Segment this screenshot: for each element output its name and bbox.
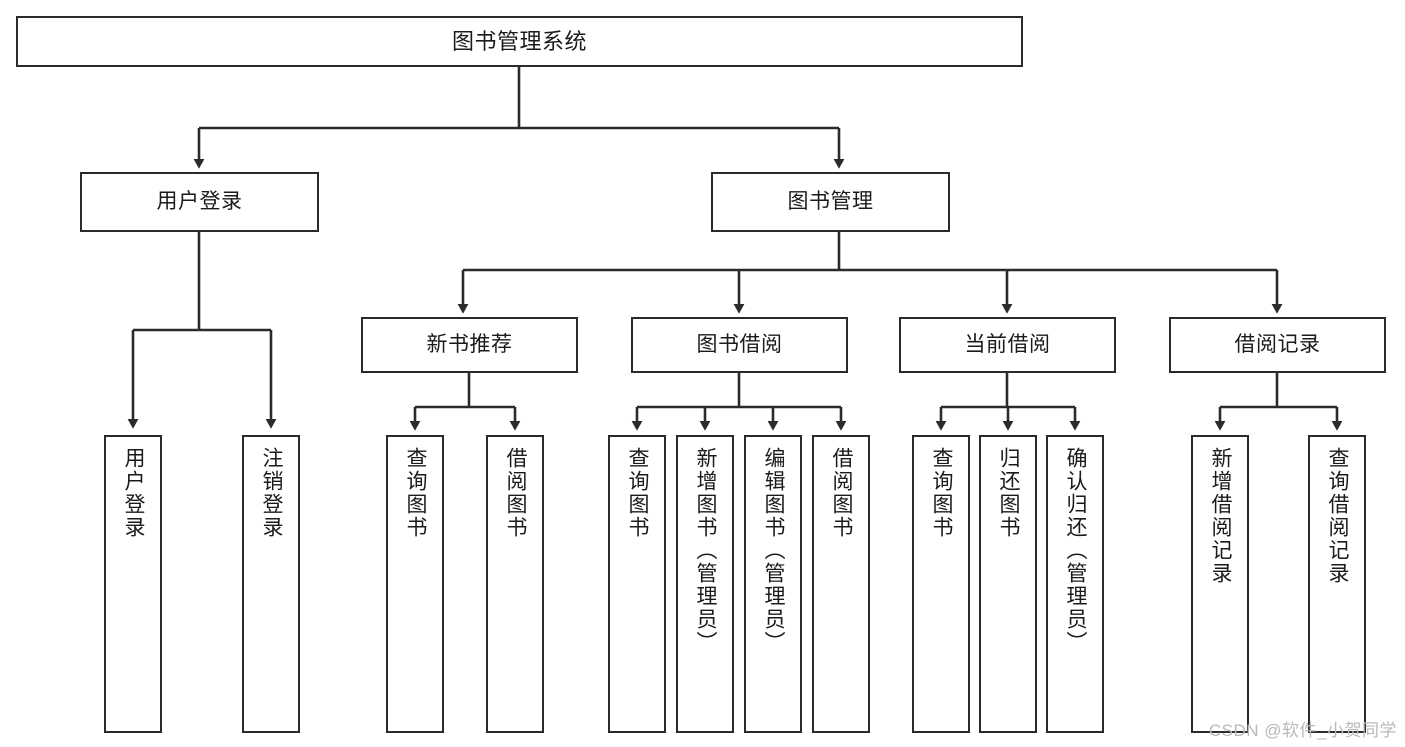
- node-leaf-query-record-label: 查询借阅记录: [1326, 447, 1350, 585]
- node-leaf-confirm-return-label: 确认归还（管理员）: [1064, 447, 1088, 654]
- node-root[interactable]: 图书管理系统: [16, 16, 1023, 67]
- node-leaf-edit-book-label: 编辑图书（管理员）: [762, 447, 786, 654]
- node-book-manage-label: 图书管理: [787, 189, 874, 213]
- node-current-borrow-label: 当前借阅: [964, 332, 1051, 356]
- node-user-login[interactable]: 用户登录: [80, 172, 319, 232]
- node-book-manage[interactable]: 图书管理: [711, 172, 950, 232]
- node-leaf-logout-label: 注销登录: [260, 447, 284, 539]
- node-book-borrow[interactable]: 图书借阅: [631, 317, 848, 373]
- node-leaf-confirm-return[interactable]: 确认归还（管理员）: [1046, 435, 1104, 733]
- node-leaf-borrow-book-2-label: 借阅图书: [830, 447, 854, 539]
- node-leaf-add-record[interactable]: 新增借阅记录: [1191, 435, 1249, 733]
- node-new-book-rec-label: 新书推荐: [426, 332, 513, 356]
- node-new-book-rec[interactable]: 新书推荐: [361, 317, 578, 373]
- node-borrow-record[interactable]: 借阅记录: [1169, 317, 1386, 373]
- node-leaf-query-book-2[interactable]: 查询图书: [608, 435, 666, 733]
- node-leaf-user-login[interactable]: 用户登录: [104, 435, 162, 733]
- csdn-watermark: CSDN @软件_小贺同学: [1208, 721, 1397, 740]
- node-leaf-borrow-book-1[interactable]: 借阅图书: [486, 435, 544, 733]
- node-leaf-add-book-label: 新增图书（管理员）: [694, 447, 718, 654]
- node-root-label: 图书管理系统: [451, 28, 587, 54]
- node-leaf-add-record-label: 新增借阅记录: [1209, 447, 1233, 585]
- node-leaf-return-book-label: 归还图书: [997, 447, 1021, 539]
- node-leaf-query-book-2-label: 查询图书: [626, 447, 650, 539]
- node-borrow-record-label: 借阅记录: [1234, 332, 1321, 356]
- node-leaf-query-book-1[interactable]: 查询图书: [386, 435, 444, 733]
- node-leaf-return-book[interactable]: 归还图书: [979, 435, 1037, 733]
- node-leaf-query-record[interactable]: 查询借阅记录: [1308, 435, 1366, 733]
- node-leaf-user-login-label: 用户登录: [122, 447, 146, 539]
- node-leaf-query-book-3[interactable]: 查询图书: [912, 435, 970, 733]
- node-leaf-add-book[interactable]: 新增图书（管理员）: [676, 435, 734, 733]
- node-leaf-query-book-1-label: 查询图书: [404, 447, 428, 539]
- node-user-login-label: 用户登录: [156, 189, 243, 213]
- node-leaf-logout[interactable]: 注销登录: [242, 435, 300, 733]
- node-leaf-query-book-3-label: 查询图书: [930, 447, 954, 539]
- node-book-borrow-label: 图书借阅: [696, 332, 783, 356]
- node-current-borrow[interactable]: 当前借阅: [899, 317, 1116, 373]
- node-leaf-borrow-book-1-label: 借阅图书: [504, 447, 528, 539]
- node-leaf-borrow-book-2[interactable]: 借阅图书: [812, 435, 870, 733]
- node-leaf-edit-book[interactable]: 编辑图书（管理员）: [744, 435, 802, 733]
